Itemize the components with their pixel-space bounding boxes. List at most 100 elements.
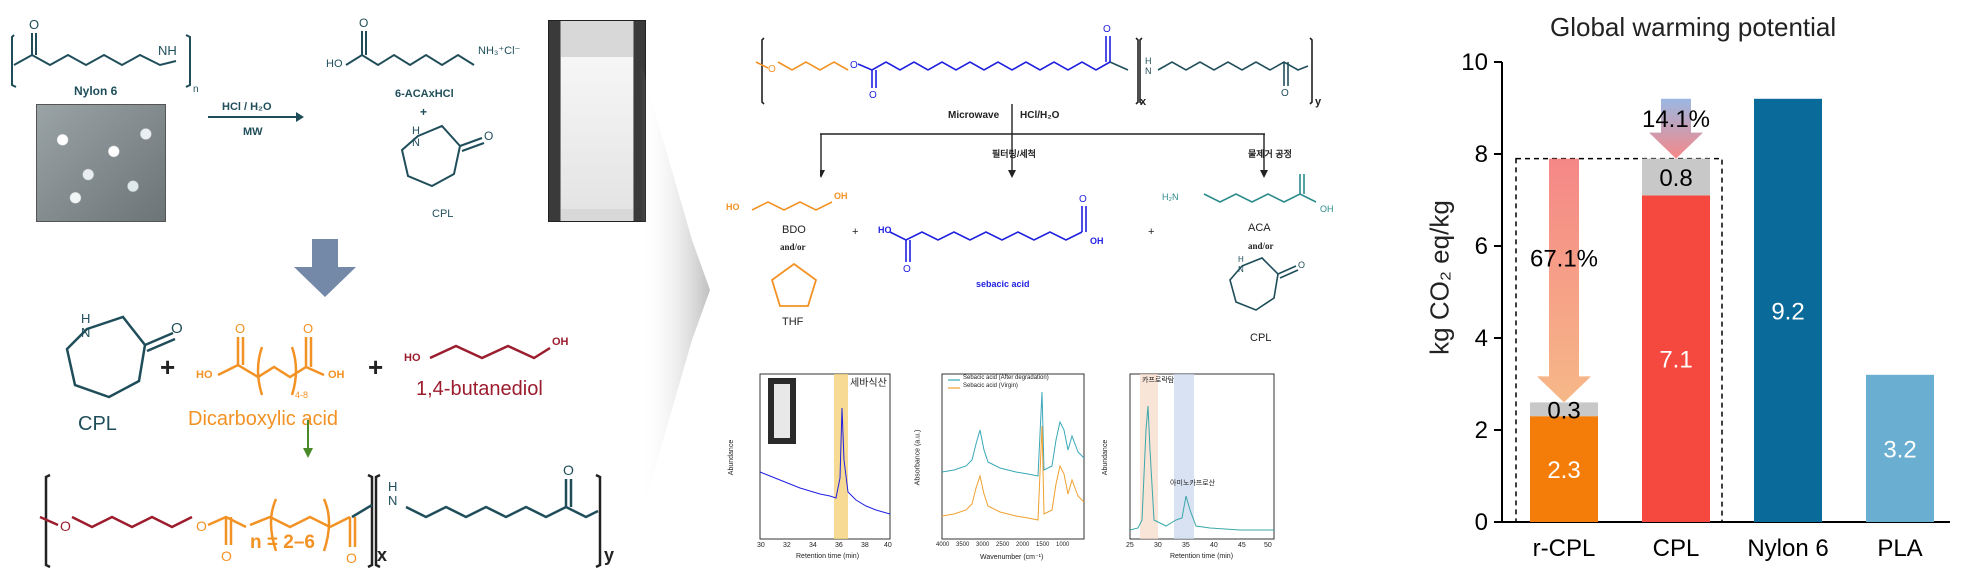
graph3-ylabel: Abundance	[1102, 439, 1110, 476]
cpl-bottom-label: CPL	[78, 413, 117, 435]
cpl-ring-bottom: H N O	[65, 311, 183, 399]
graph2-legend-2: Sebacic acid (Virgin)	[963, 383, 1018, 389]
graph3-tick-1: 30	[1154, 542, 1162, 549]
svg-text:O: O	[235, 321, 245, 336]
dashed-comparison-box	[1515, 157, 1723, 523]
dicarboxylic-ho: HO	[196, 369, 213, 381]
svg-text:O: O	[171, 320, 183, 337]
bar-value-label: 9.2	[1771, 298, 1804, 325]
svg-text:O: O	[303, 321, 313, 336]
graph3-tick-0: 25	[1126, 542, 1134, 549]
svg-text:N: N	[1145, 66, 1152, 76]
n-subscript: n	[193, 84, 199, 95]
nylon6-pellet-photo	[36, 104, 166, 222]
bar-value-label: 7.1	[1659, 347, 1692, 374]
graph1-xlabel: Retention time (min)	[796, 553, 860, 560]
n-range-label: n = 2–6	[250, 532, 315, 553]
split-arrows	[820, 104, 1268, 178]
copolymer-structure-top: O O O O O H N	[755, 24, 1313, 105]
graph1-tick-1: 32	[783, 542, 791, 549]
y-subscript-left: y	[604, 545, 615, 565]
y-tick-label: 0	[1475, 509, 1488, 536]
dicarboxylic-structure: O O	[217, 321, 325, 396]
graph3-plot	[1129, 373, 1275, 540]
graph3-tick-3: 40	[1210, 542, 1218, 549]
svg-text:O: O	[563, 462, 574, 478]
graph2-legend-1: Sebacic acid (After degradation)	[963, 375, 1049, 381]
reduction-arrow-cpl	[1649, 98, 1703, 159]
butanediol-ho: HO	[404, 352, 421, 364]
svg-text:O: O	[1298, 260, 1305, 270]
sebacic-ho: HO	[878, 225, 892, 235]
bar-value-label: 0.8	[1659, 165, 1692, 192]
bdo-label: BDO	[782, 224, 806, 236]
svg-text:O: O	[346, 550, 357, 566]
graph2-tick-0: 4000	[936, 542, 950, 548]
graph2: Sebacic acid (After degradation) Sebacic…	[914, 370, 1090, 565]
graph2-xlabel: Wavenumber (cm⁻¹)	[980, 554, 1044, 561]
graph3-annotation-2: 아미노카프로산	[1170, 480, 1216, 487]
nh-atom: NH	[158, 43, 177, 58]
butanediol-structure	[429, 344, 551, 360]
svg-text:N: N	[412, 137, 420, 149]
y-tick-label: 4	[1475, 325, 1488, 352]
graph2-tick-6: 1000	[1056, 542, 1070, 548]
plus-b: +	[1148, 226, 1155, 238]
cpl-top-label: CPL	[432, 208, 454, 220]
bdo-structure	[751, 201, 833, 211]
graph1-plot	[759, 373, 891, 540]
hcl-h2o-label: HCl/H₂O	[1020, 110, 1060, 121]
svg-text:N: N	[81, 325, 90, 340]
graph3-xlabel: Retention time (min)	[1170, 553, 1234, 560]
bar-segment	[1530, 402, 1598, 417]
y-tick-label: 2	[1475, 417, 1488, 444]
green-down-arrow-icon	[303, 420, 313, 458]
svg-text:O: O	[1103, 24, 1111, 35]
bar-segment	[1866, 374, 1934, 522]
x-subscript-top: x	[1140, 96, 1147, 108]
plus-sign-1: +	[160, 352, 176, 382]
aca-h2n: H₂N	[1162, 192, 1179, 202]
svg-text:O: O	[768, 64, 776, 75]
svg-text:O: O	[1079, 194, 1087, 205]
butanediol-oh: OH	[552, 336, 569, 348]
reaction-condition-top: HCl / H₂O	[222, 101, 272, 113]
plus-a: +	[852, 226, 859, 238]
transition-arrow	[640, 60, 710, 520]
svg-text:O: O	[903, 264, 911, 275]
bar-value-label: 3.2	[1883, 436, 1916, 463]
svg-text:O: O	[1281, 88, 1289, 99]
graph3: 카프로락탐 아미노카프로산 Abundance 25 30 35 40 45 5…	[1102, 370, 1280, 565]
reduction-arrow-rcpl	[1537, 158, 1591, 403]
aca-nh3cl: NH₃⁺Cl⁻	[478, 45, 521, 57]
graph2-tick-1: 3500	[956, 542, 970, 548]
chart-title: Global warming potential	[1550, 12, 1837, 42]
reaction-arrow	[208, 112, 304, 122]
y-tick-label: 10	[1461, 49, 1488, 76]
sebacic-structure: O O	[889, 194, 1087, 275]
reduction-arrow-rcpl-label: 67.1%	[1530, 246, 1598, 273]
dicarboxylic-oh: OH	[328, 369, 345, 381]
y-tick-label: 6	[1475, 233, 1488, 260]
graph1-tick-0: 30	[757, 542, 765, 549]
bar-value-label: 2.3	[1547, 457, 1580, 484]
svg-text:O: O	[484, 129, 493, 143]
nylon6-label: Nylon 6	[74, 84, 118, 98]
down-arrow-icon	[294, 239, 356, 297]
graph2-tick-4: 2000	[1016, 542, 1030, 548]
svg-text:H: H	[1145, 56, 1152, 66]
graph3-tick-5: 50	[1264, 542, 1272, 549]
graph1-tick-2: 34	[809, 542, 817, 549]
bar-segment	[1530, 416, 1598, 522]
thf-label: THF	[782, 316, 804, 328]
o-atom: O	[29, 17, 39, 32]
svg-text:H: H	[81, 311, 90, 326]
svg-text:H: H	[388, 479, 397, 494]
bar-segment	[1642, 195, 1710, 522]
svg-text:O: O	[221, 548, 232, 564]
bdo-ho: HO	[726, 202, 740, 212]
bdo-oh: OH	[834, 191, 848, 201]
graph1-tick-3: 36	[835, 542, 843, 549]
